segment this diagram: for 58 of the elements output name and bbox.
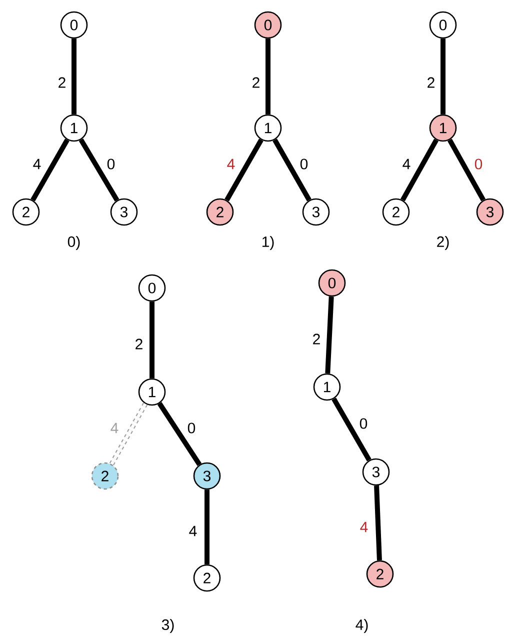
graph-node: 0 bbox=[60, 11, 88, 39]
graph-node: 3 bbox=[110, 198, 138, 226]
tree-edge bbox=[447, 138, 486, 202]
panel-caption: 4) bbox=[356, 619, 368, 633]
edge-label: 4 bbox=[110, 422, 118, 434]
tree-edge bbox=[224, 138, 264, 202]
tree-edge bbox=[30, 138, 70, 202]
edge-label: 4 bbox=[402, 158, 410, 170]
tree-edge bbox=[272, 138, 312, 202]
edge-label: 2 bbox=[136, 338, 142, 350]
graph-node: 2 bbox=[91, 462, 119, 490]
graph-node: 1 bbox=[60, 114, 88, 142]
panel-caption: 2) bbox=[437, 236, 449, 250]
graph-node: 1 bbox=[254, 114, 282, 142]
graph-node: 0 bbox=[254, 11, 282, 39]
edge-label: 4 bbox=[227, 158, 235, 170]
tree-edge bbox=[78, 138, 120, 202]
graph-node: 1 bbox=[313, 373, 341, 401]
edge-label: 0 bbox=[188, 422, 196, 434]
edge-label: 4 bbox=[189, 526, 197, 536]
graph-node: 0 bbox=[318, 269, 346, 297]
panel-caption: 1) bbox=[262, 236, 274, 250]
graph-node: 1 bbox=[429, 114, 457, 142]
tree-edge bbox=[150, 302, 154, 378]
tree-edge bbox=[72, 38, 76, 114]
graph-node: 3 bbox=[476, 198, 504, 226]
edge-label: 0 bbox=[107, 158, 115, 170]
tree-edge bbox=[157, 402, 202, 466]
graph-node: 2 bbox=[366, 560, 394, 588]
graph-node: 3 bbox=[302, 198, 330, 226]
edge-label: 0 bbox=[360, 418, 368, 429]
graph-node: 2 bbox=[12, 198, 40, 226]
tree-edge bbox=[332, 398, 372, 462]
edge-label: 0 bbox=[300, 158, 308, 170]
graph-node: 3 bbox=[193, 462, 221, 490]
tree-edge bbox=[204, 490, 210, 564]
edge-label: 4 bbox=[33, 158, 41, 170]
graph-node: 2 bbox=[193, 564, 221, 592]
edge-label: 2 bbox=[313, 334, 320, 344]
tree-edge bbox=[325, 296, 334, 374]
panel-caption: 0) bbox=[68, 236, 80, 250]
tree-edge bbox=[266, 38, 270, 114]
edge-label: 4 bbox=[360, 522, 368, 532]
graph-node: 2 bbox=[382, 198, 410, 226]
graph-node: 1 bbox=[138, 378, 166, 406]
edge-label: 0 bbox=[474, 158, 482, 170]
tree-edge bbox=[400, 138, 439, 202]
edge-label: 2 bbox=[58, 77, 66, 88]
graph-node: 0 bbox=[429, 11, 457, 39]
tree-edge bbox=[374, 486, 382, 560]
edge-label: 2 bbox=[252, 77, 260, 88]
edge-label: 2 bbox=[428, 77, 434, 88]
panel-caption: 3) bbox=[162, 619, 174, 633]
graph-node: 0 bbox=[138, 274, 166, 302]
tree-edge bbox=[109, 402, 148, 466]
graph-node: 3 bbox=[362, 458, 390, 486]
tree-edge bbox=[440, 38, 446, 114]
graph-node: 2 bbox=[206, 198, 234, 226]
